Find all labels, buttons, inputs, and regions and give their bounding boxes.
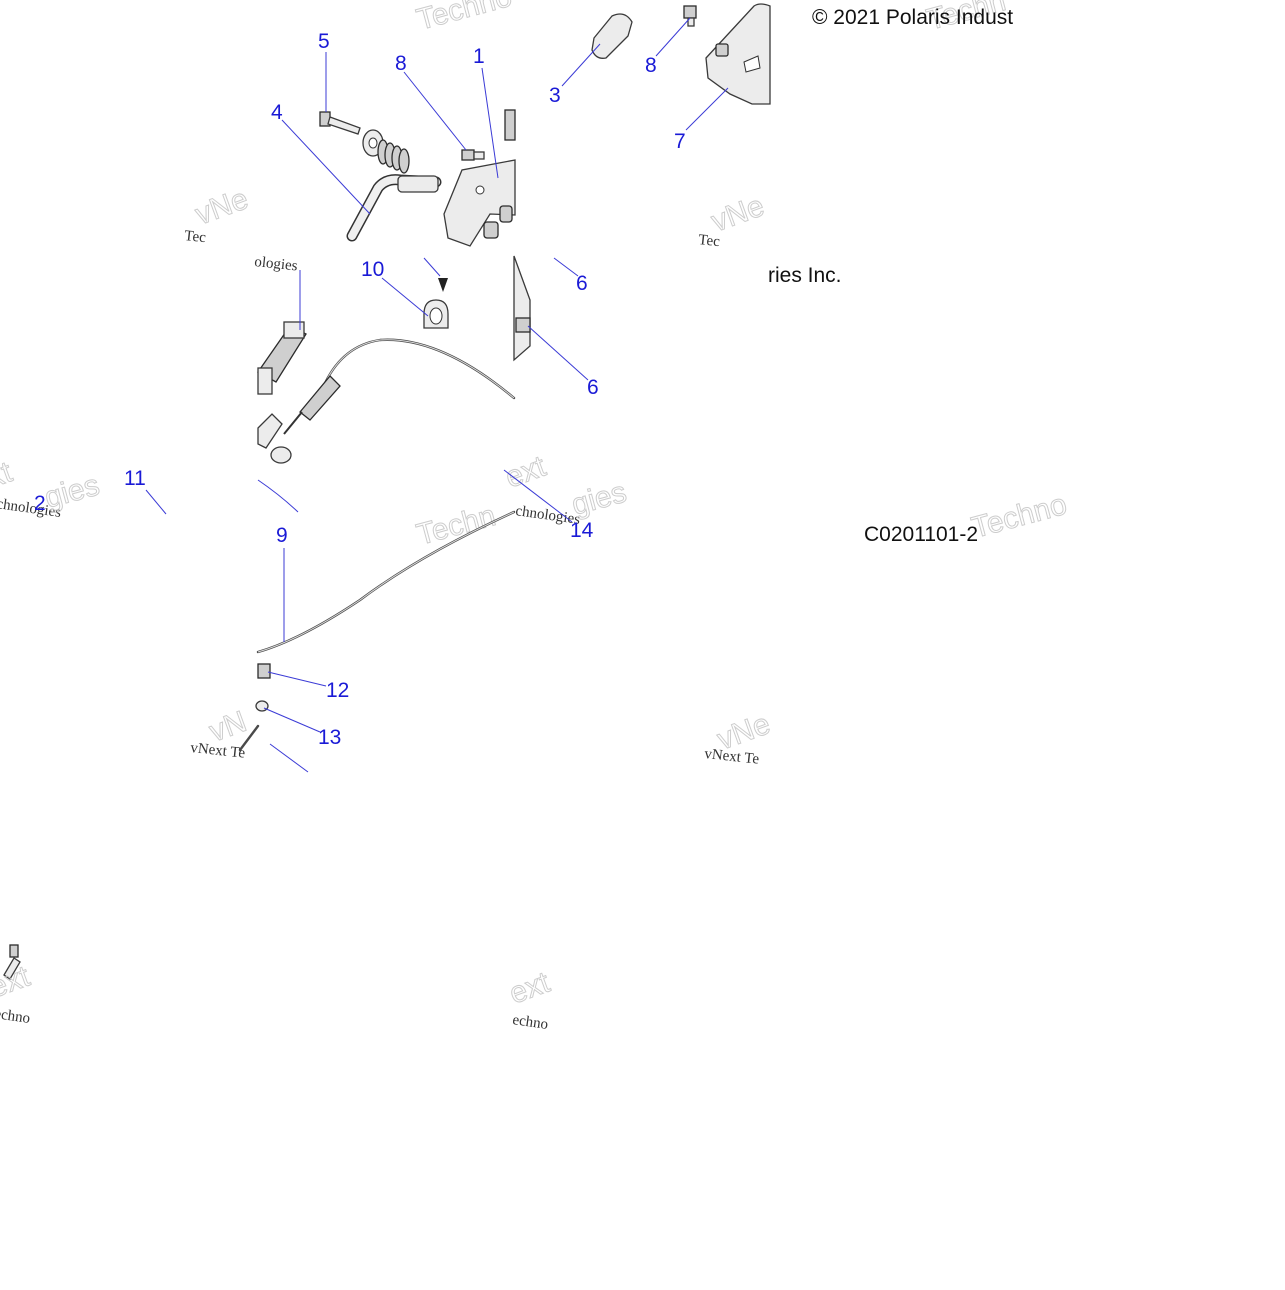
svg-text:vNe: vNe [707,189,768,238]
svg-text:Techno: Techno [968,488,1070,545]
small-screw-fragment [3,944,21,980]
svg-text:echno: echno [0,1006,31,1027]
callout-2: 2 [34,492,46,515]
svg-text:vNe: vNe [191,182,252,231]
spring-part [377,139,410,174]
nut-part [270,446,292,464]
flange-bolt-part [257,663,271,679]
callout-6-lower: 6 [587,376,599,399]
callout-11: 11 [124,467,146,490]
knob-part [591,13,633,59]
svg-text:vNe: vNe [713,707,774,756]
tile-bottom-fragments: echno ext echno ext [0,944,555,1033]
callout-7: 7 [674,130,686,153]
svg-text:echno: echno [511,1012,549,1033]
grip-part [257,413,283,449]
svg-text:ologies: ologies [254,254,299,274]
callout-8-left: 8 [395,52,407,75]
callout-9: 9 [276,524,288,547]
svg-text:gies: gies [41,469,103,515]
figure-code: C0201101-2 [864,523,978,546]
watermark-text: Tec [698,232,721,250]
lever-rod-part [346,174,442,242]
callout-3: 3 [549,84,561,107]
callout-13: 13 [318,726,341,749]
tile-cable-assembly: ologies ext Techn chnologies gies [254,254,631,552]
svg-text:ext: ext [501,450,551,495]
cable-connector-part [257,321,307,395]
clamp-part [423,299,449,329]
callout-14: 14 [570,519,594,542]
frame-bracket-part [513,255,531,362]
tile-left-fragment: xt chnologies gies [0,455,103,521]
callout-5: 5 [318,30,330,53]
lever-bracket-part [443,109,516,247]
svg-text:vNext Te: vNext Te [190,740,247,762]
small-bolt-part [461,149,485,161]
svg-text:ext: ext [505,966,555,1011]
callout-1: 1 [473,45,485,68]
callout-10: 10 [361,258,384,281]
svg-text:gies: gies [568,476,630,522]
copyright-fragment: ries Inc. [768,264,842,287]
svg-text:Techno: Techno [413,0,515,37]
callout-12: 12 [326,679,349,702]
svg-text:vNext Te: vNext Te [704,746,761,768]
tile-lever-assembly: Tec vNe Techno [184,0,516,247]
callout-8-right: 8 [645,54,657,77]
callout-4: 4 [271,101,283,124]
callout-labels: 1 2 3 4 5 6 6 7 8 8 9 10 11 12 13 14 [34,30,686,749]
washer-small-part [255,700,269,712]
brake-cable-part [283,338,516,435]
mount-bracket-part [705,3,771,105]
leader-lines [145,17,729,773]
screw-part [438,278,448,292]
svg-text:ext: ext [0,960,35,1005]
watermark-text: Tec [184,228,207,246]
callout-6-upper: 6 [576,272,588,295]
svg-text:xt: xt [0,455,17,494]
bolt-part [319,111,361,135]
copyright-text: © 2021 Polaris Indust [812,6,1013,29]
